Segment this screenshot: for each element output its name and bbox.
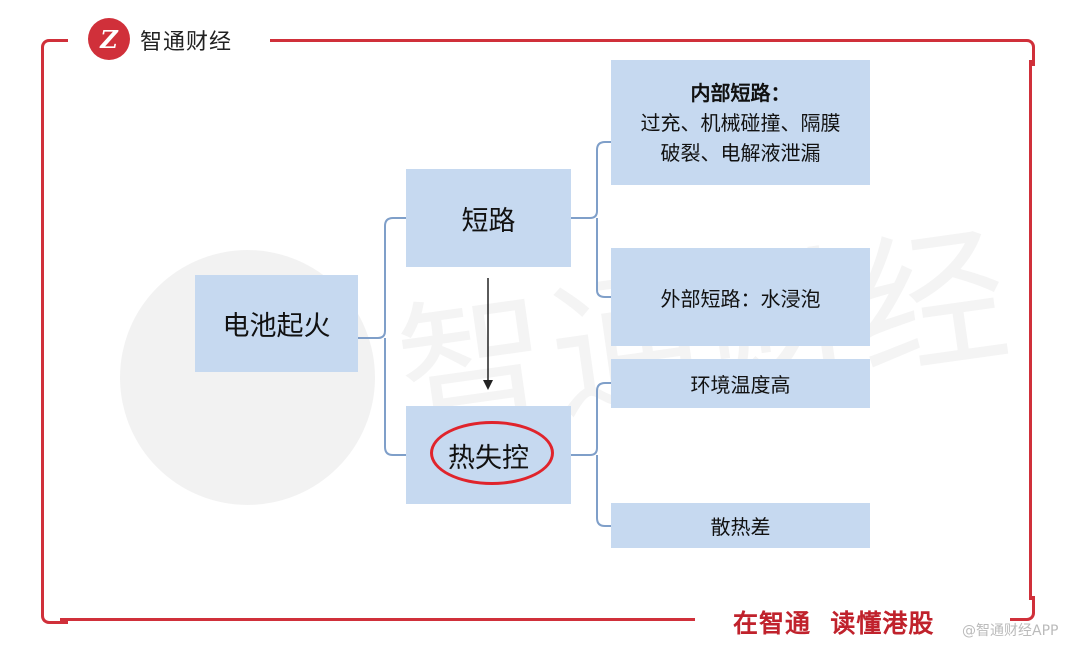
internal-line2: 破裂、电解液泄漏 xyxy=(660,140,821,165)
node-battery-fire: 电池起火 xyxy=(195,275,358,372)
node-ambient-temp: 环境温度高 xyxy=(611,359,870,408)
node-poor-heat-dissipation: 散热差 xyxy=(611,503,870,548)
brand-name: 智通财经 xyxy=(140,30,233,55)
short-bracket xyxy=(571,141,611,298)
arrow-head xyxy=(483,380,493,390)
internal-title: 内部短路： xyxy=(690,80,791,105)
brand-logo: Z xyxy=(88,18,130,60)
footer-slogan: 在智通 读懂港股 xyxy=(733,609,935,638)
node-external-short: 外部短路：水浸泡 xyxy=(611,248,870,346)
node-short-circuit: 短路 xyxy=(406,169,571,267)
node-internal-short: 内部短路： 过充、机械碰撞、隔膜 破裂、电解液泄漏 xyxy=(611,60,870,185)
thermal-bracket xyxy=(571,382,611,527)
root-bracket xyxy=(358,217,406,456)
highlight-ellipse xyxy=(430,421,554,485)
internal-line1: 过充、机械碰撞、隔膜 xyxy=(640,110,841,135)
footer-credit: @智通财经APP xyxy=(962,623,1059,639)
